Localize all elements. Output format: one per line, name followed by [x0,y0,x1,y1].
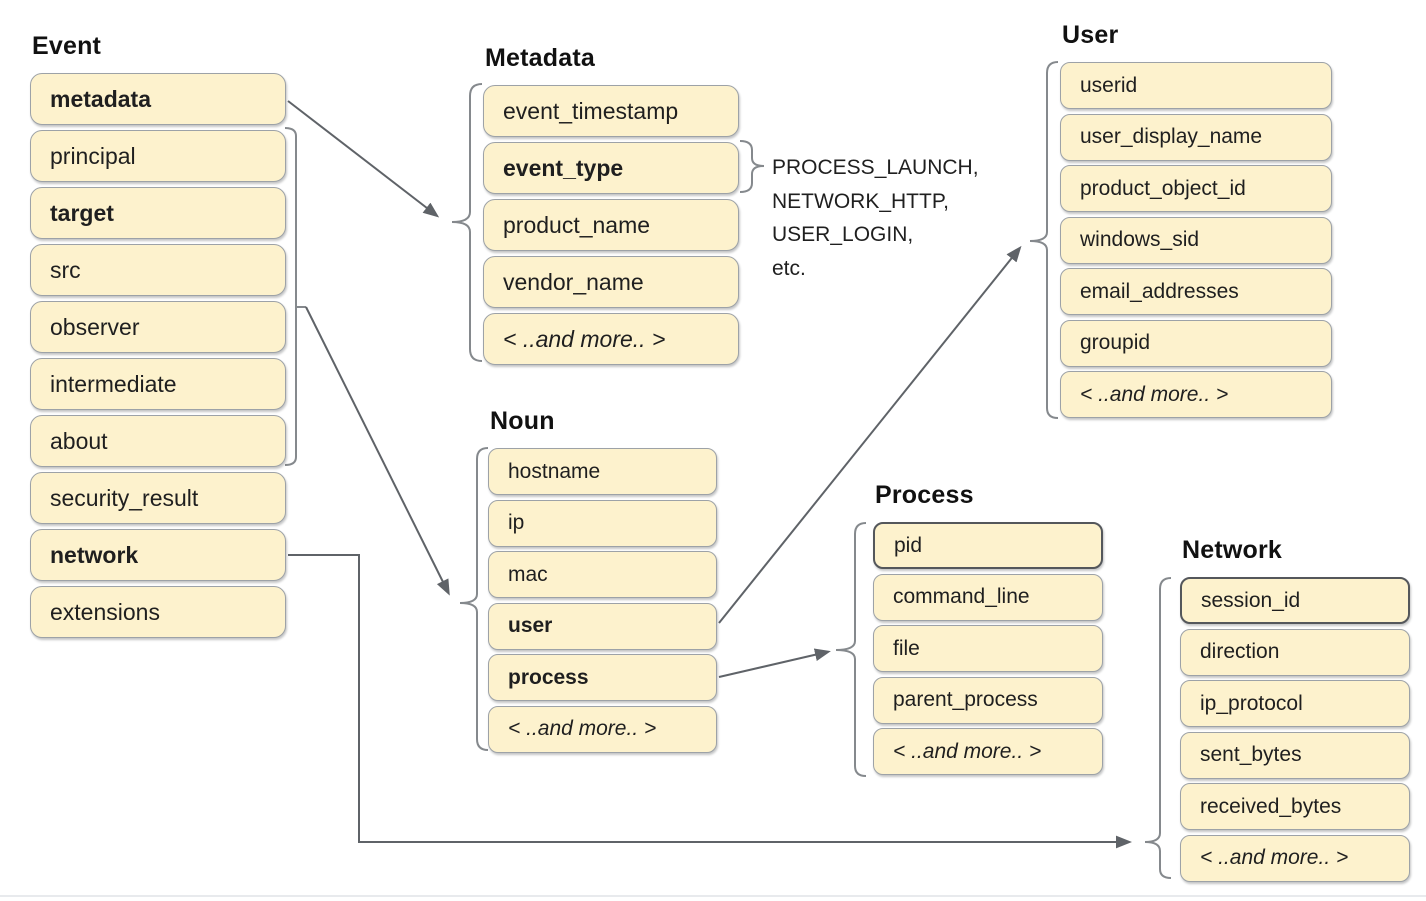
event-type-brace [739,140,765,193]
field-box-sent_bytes: sent_bytes [1180,731,1410,779]
group-title-metadata: Metadata [485,44,595,72]
page-divider [0,895,1426,897]
field-box-metadata: metadata [30,73,286,125]
event-type-example: etc. [772,256,806,280]
arrow-process-to-process-group [718,648,831,678]
group-title-network: Network [1182,536,1283,564]
event-type-example: NETWORK_HTTP, [772,189,949,213]
field-box-session_id: session_id [1180,577,1410,624]
field-box-windows_sid: windows_sid [1060,216,1332,264]
field-box-parent_process: parent_process [873,676,1103,724]
field-box-event_type: event_type [483,142,739,194]
field-box-direction: direction [1180,628,1410,676]
field-box-command_line: command_line [873,573,1103,621]
field-box-process: process [488,654,717,701]
event-nouns-bracket [284,127,306,466]
group-title-user: User [1062,21,1119,49]
field-box-observer: observer [30,301,286,353]
field-box-andmore: < ..and more.. > [483,313,739,365]
arrow-nouns-to-noun-group [305,306,450,596]
field-box-email_addresses: email_addresses [1060,268,1332,315]
arrow-metadata-to-metadata-group [287,100,440,218]
field-box-intermediate: intermediate [30,358,286,410]
field-box-ip_protocol: ip_protocol [1180,680,1410,727]
field-box-extensions: extensions [30,586,286,638]
field-box-target: target [30,187,286,239]
event-type-example: USER_LOGIN, [772,223,914,246]
field-box-network: network [30,529,286,581]
group-title-noun: Noun [490,407,555,435]
field-box-product_name: product_name [483,199,739,251]
event-type-example: PROCESS_LAUNCH, [772,156,979,179]
field-box-userid: userid [1060,62,1332,109]
field-box-andmore: < ..and more.. > [873,728,1103,775]
user-brace [1029,61,1059,419]
network-brace [1144,577,1172,879]
field-box-about: about [30,415,286,467]
field-box-received_bytes: received_bytes [1180,783,1410,830]
metadata-brace [451,83,483,362]
group-title-event: Event [32,32,102,60]
field-box-event_timestamp: event_timestamp [483,85,739,137]
field-box-vendor_name: vendor_name [483,256,739,308]
field-box-pid: pid [873,522,1103,569]
field-box-src: src [30,244,286,296]
process-brace [835,522,867,777]
field-box-andmore: < ..and more.. > [488,705,717,753]
field-box-groupid: groupid [1060,319,1332,367]
field-box-principal: principal [30,130,286,182]
field-box-security_result: security_result [30,472,286,524]
group-title-process: Process [875,481,974,509]
event-type-examples: PROCESS_LAUNCH, NETWORK_HTTP, USER_LOGIN,e… [772,151,979,285]
field-box-product_object_id: product_object_id [1060,165,1332,212]
field-box-file: file [873,625,1103,672]
field-box-ip: ip [488,499,717,547]
field-box-andmore: < ..and more.. > [1180,834,1410,882]
field-box-andmore: < ..and more.. > [1060,371,1332,418]
field-box-user_display_name: user_display_name [1060,113,1332,161]
noun-brace [459,447,489,751]
field-box-hostname: hostname [488,448,717,495]
field-box-mac: mac [488,551,717,598]
field-box-user: user [488,602,717,650]
